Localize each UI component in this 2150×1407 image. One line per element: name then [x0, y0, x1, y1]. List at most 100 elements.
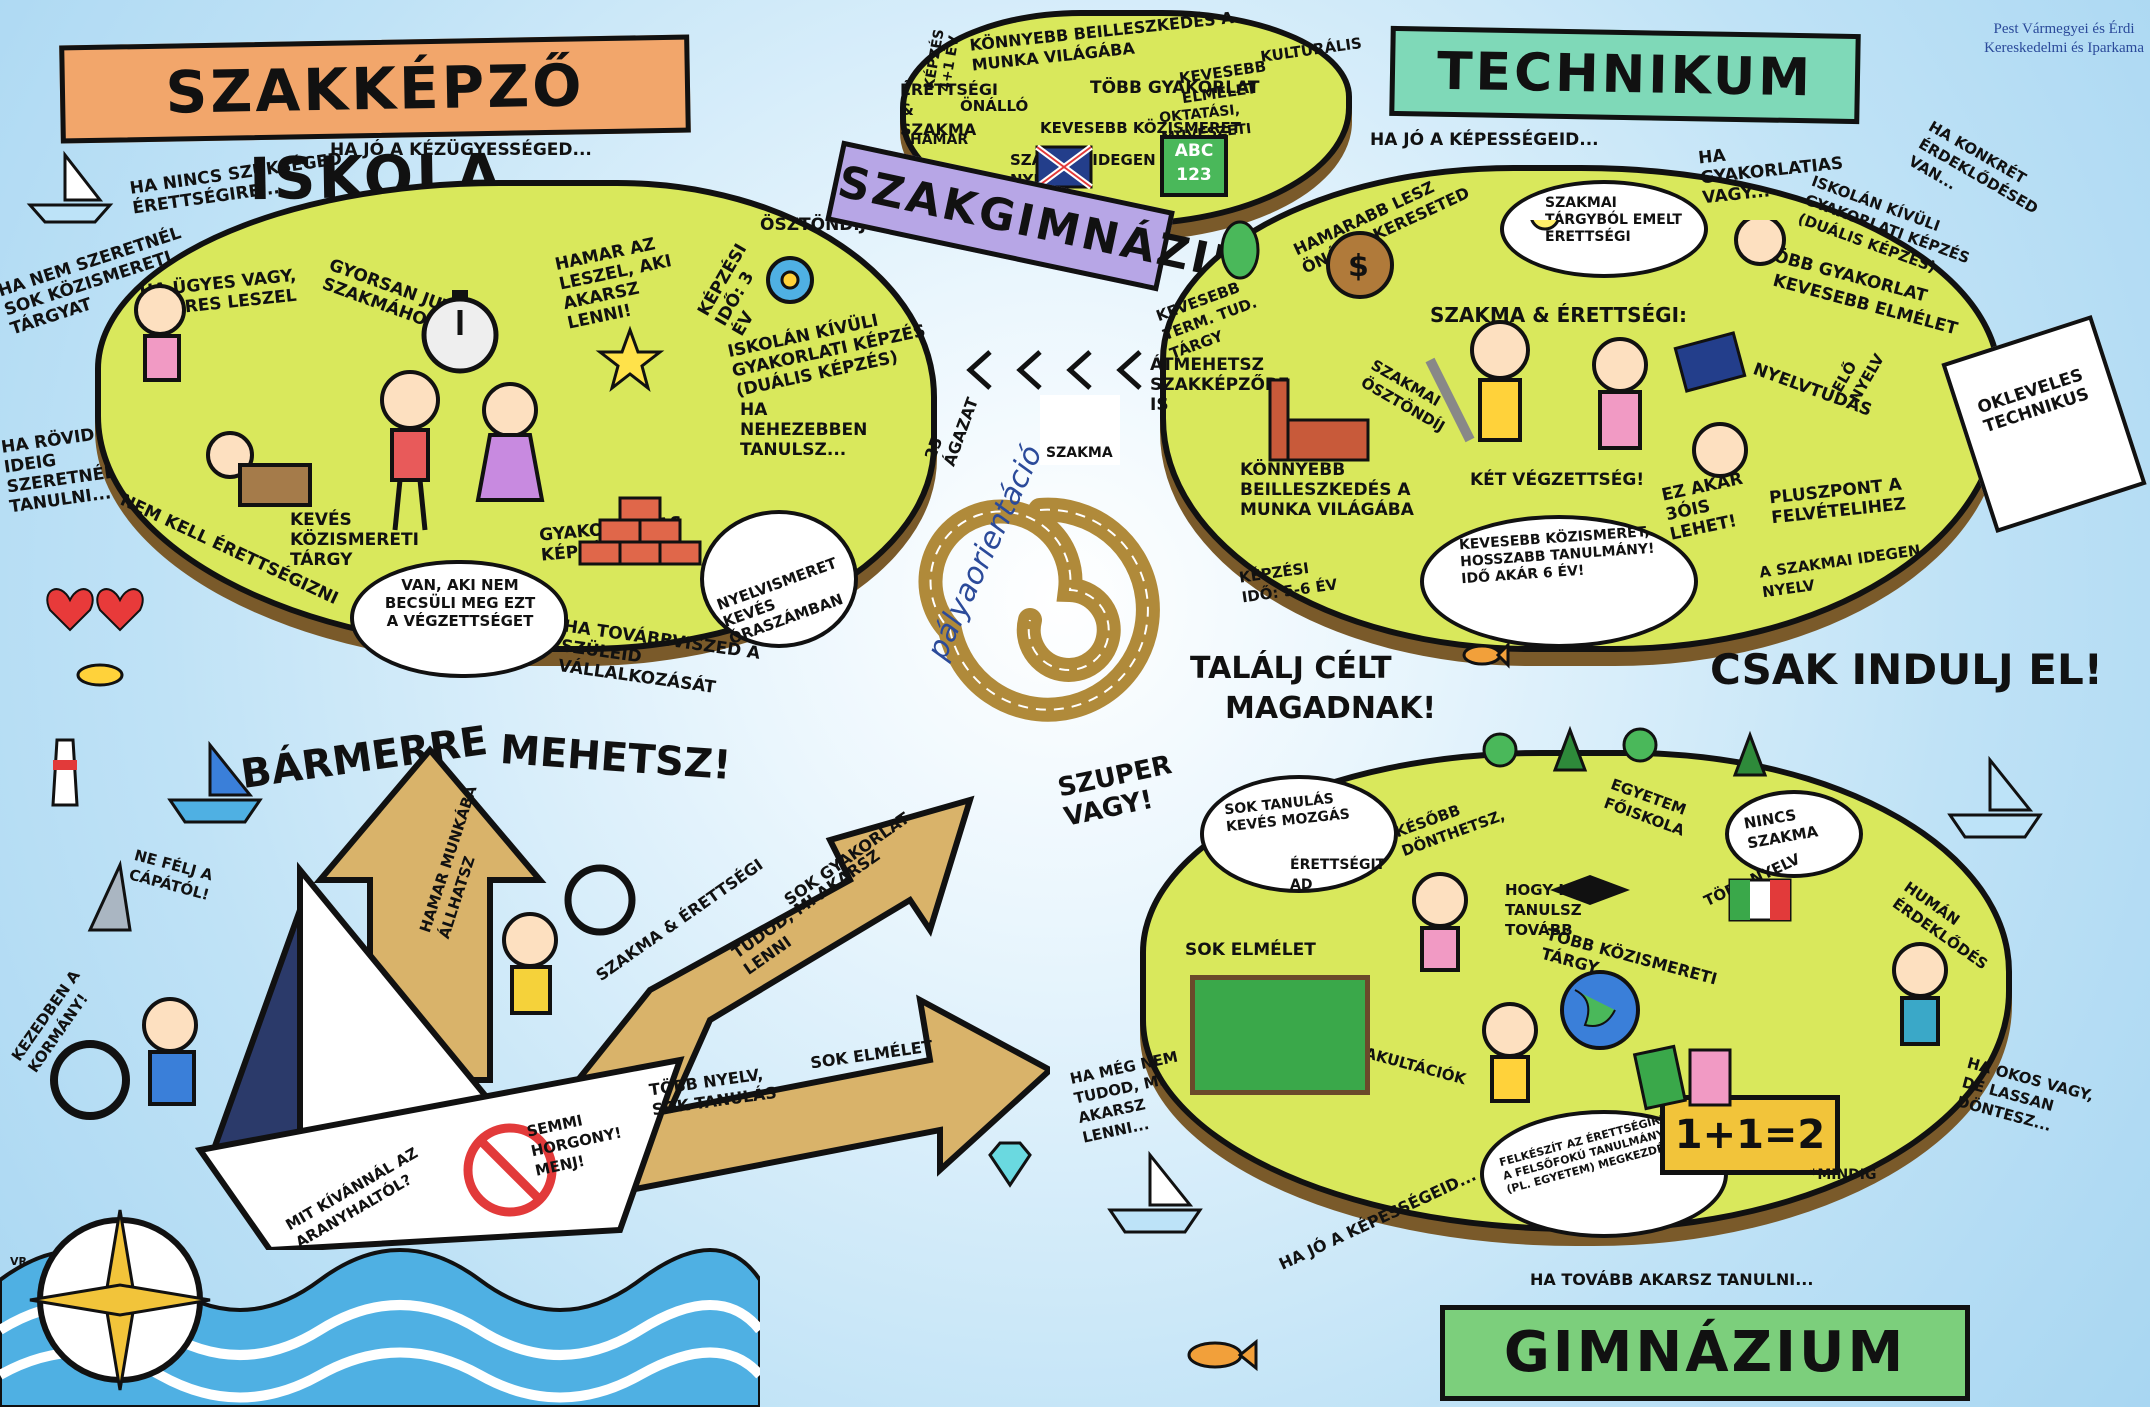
fish-icon — [76, 663, 124, 687]
szakkepzo-note-17: HA NEHEZEBBEN TANULSZ... — [740, 400, 868, 460]
compass-rose-icon — [29, 1209, 211, 1391]
szakkepzo-doodles — [134, 256, 814, 566]
flags-icon — [1728, 878, 1792, 922]
szakkepzo-note-4: HA RÖVID IDEIG SZERETNÉL TANULNI... — [0, 424, 117, 518]
leaf-icon — [1220, 220, 1260, 280]
slogan-1: TALÁLJ CÉLT — [1190, 651, 1392, 686]
abc-board-icon: ABC 123 — [1160, 135, 1228, 197]
money-bag-icon: $ — [1326, 231, 1394, 299]
bricks-icon — [578, 496, 702, 566]
sleeping-kid-icon — [206, 431, 312, 507]
books-icon — [1632, 1044, 1732, 1111]
szakgimnazium-note-8: HAMAR — [910, 132, 969, 148]
technikum-doodles: $ — [1220, 220, 1786, 478]
szakgimnazium-note-4: ÖNÁLLÓ — [960, 97, 1029, 115]
fish-icon — [1187, 1338, 1258, 1372]
abc-board-label: ABC 123 — [1174, 141, 1214, 185]
gimnazium-note-14: HA OKOS VAGY, DE LASSAN DÖNTESZ... — [1954, 1053, 2096, 1136]
szakkepzo-note-12: KEVÉS KÖZISMERETI TÁRGY — [290, 510, 419, 570]
szakma-label: SZAKMA — [1046, 445, 1113, 461]
technikum-note-8: SZAKMA & ÉRETTSÉGI: — [1430, 303, 1688, 327]
kid-reading-icon — [1892, 942, 1948, 1046]
heart-icon — [96, 588, 144, 632]
girl-figure-icon — [1592, 337, 1648, 450]
chalkboard-icon — [1190, 975, 1370, 1095]
boy-figure-icon — [1470, 320, 1530, 442]
svg-text:$: $ — [1348, 249, 1369, 284]
technikum-note-15: KÖNNYEBB BEILLESZKEDÉS A MUNKA VILÁGÁBA — [1240, 460, 1414, 520]
szakgimnazium-note-9: KEVESEBB KÖZISMERET — [1040, 119, 1242, 137]
technikum-banner: TECHNIKUM — [1389, 25, 1861, 125]
math-board-icon: 1+1=2 — [1660, 1095, 1840, 1175]
gimnazium-note-6: ÉRETTSÉGIT AD — [1290, 857, 1386, 893]
chamber-logo: Pest Vármegyei és Érdi Kereskedelmi és I… — [1984, 20, 2144, 58]
star-icon — [595, 325, 665, 392]
gimnazium-banner: GIMNÁZIUM — [1440, 1305, 1970, 1401]
kid-figure-icon — [1692, 220, 1786, 478]
slogan-3: CSAK INDULJ EL! — [1710, 645, 2103, 694]
technikum-note-5: SZAKMAI TÁRGYBÓL EMELT ÉRETTSÉGI — [1545, 195, 1682, 245]
logo-line-2: Kereskedelmi és Iparkama — [1984, 40, 2144, 56]
heart-icon — [46, 588, 94, 632]
gimnazium-doodles — [1412, 872, 1948, 1111]
szakgimnazium-note-5: TÖBB GYAKORLAT — [1090, 78, 1260, 98]
szakkepzo-note-14: VAN, AKI NEM BECSÜLI MEG EZT A VÉGZETTSÉ… — [384, 576, 536, 630]
uk-flag-icon — [1673, 331, 1747, 393]
lighthouse-icon — [51, 738, 79, 807]
diamond-icon — [988, 1141, 1032, 1188]
boy-figure-icon — [1482, 1002, 1538, 1103]
guitar-kid-icon — [134, 284, 186, 382]
gimnazium-note-10: SOK ELMÉLET — [1185, 940, 1316, 960]
stopwatch-icon — [421, 290, 499, 374]
small-boat-icon — [26, 150, 114, 224]
gimnazium-note-1: SZUPER VAGY! — [1055, 750, 1175, 833]
girl-figure-icon — [475, 382, 545, 502]
uk-flag-icon — [1035, 145, 1093, 190]
kid-figure-icon — [380, 370, 440, 531]
szakkepzo-banner: SZAKKÉPZŐ ISKOLA — [59, 34, 691, 213]
technikum-note-16: KÉT VÉGZETTSÉG! — [1470, 470, 1645, 490]
diploma-label: OKLEVELES TECHNIKUS — [1975, 365, 2092, 438]
logo-line-1: Pest Vármegyei és Érdi — [1993, 21, 2135, 37]
technikum-cloud-2 — [1420, 515, 1698, 648]
flower-icon — [766, 256, 814, 304]
sailboat-icon — [1947, 755, 2043, 839]
gimnazium-cloud-2 — [1725, 790, 1863, 878]
girl-figure-icon — [502, 912, 558, 1015]
arrow-diagonal-icon — [564, 795, 975, 1114]
technikum-note-11: ÁTMEHETSZ SZAKKÉPZŐBE IS — [1150, 355, 1290, 415]
szakkepzo-cloud — [350, 560, 568, 678]
ship-wheel-icon — [564, 864, 636, 936]
hearts-fish-decoration — [46, 588, 144, 687]
girl-figure-icon — [1412, 872, 1468, 972]
slogan-2: MAGADNAK! — [1225, 691, 1437, 726]
math-board-label: 1+1=2 — [1674, 1112, 1826, 1158]
szakma-card: SZAKMA — [1040, 395, 1120, 465]
gimnazium-note-17: *MINDIG — [1810, 1167, 1877, 1183]
graduation-cap-icon — [1550, 875, 1630, 905]
shark-fin-icon — [87, 860, 132, 932]
technikum-note-1: HA JÓ A KÉPESSÉGEID... — [1370, 130, 1599, 150]
paper-boat-icon — [194, 861, 685, 1250]
arrow-right-icon — [616, 994, 1050, 1194]
helm-kid-icon — [50, 997, 198, 1120]
palyaorientacio-logo — [918, 497, 1160, 722]
boat-scene — [194, 745, 1050, 1250]
no-anchor-icon — [463, 1123, 557, 1217]
trees-decoration — [1482, 725, 1768, 777]
gimnazium-title: GIMNÁZIUM — [1503, 1320, 1907, 1385]
szakgimnazium-note-3: ÉRETTSÉGI & SZAKMA — [900, 80, 998, 139]
technikum-title: TECHNIKUM — [1436, 41, 1814, 109]
szakkepzo-cloud-2 — [700, 510, 858, 648]
gimnazium-note-19: HA TOVÁBB AKARSZ TANULNI... — [1530, 1270, 1814, 1289]
direction-arrows — [966, 350, 1142, 390]
lightbulb-icon — [1530, 220, 1560, 231]
factory-icon — [1268, 378, 1370, 462]
szakkepzo-note-1: HA JÓ A KÉZÜGYESSÉGED... — [330, 140, 592, 160]
fish-icon — [1462, 641, 1510, 669]
sailboat-icon — [167, 740, 263, 824]
sailboat-icon — [1107, 1150, 1203, 1234]
technikum-cloud-1 — [1500, 180, 1708, 278]
wrench-icon — [1425, 357, 1475, 443]
gimnazium-cloud-1 — [1200, 775, 1398, 893]
